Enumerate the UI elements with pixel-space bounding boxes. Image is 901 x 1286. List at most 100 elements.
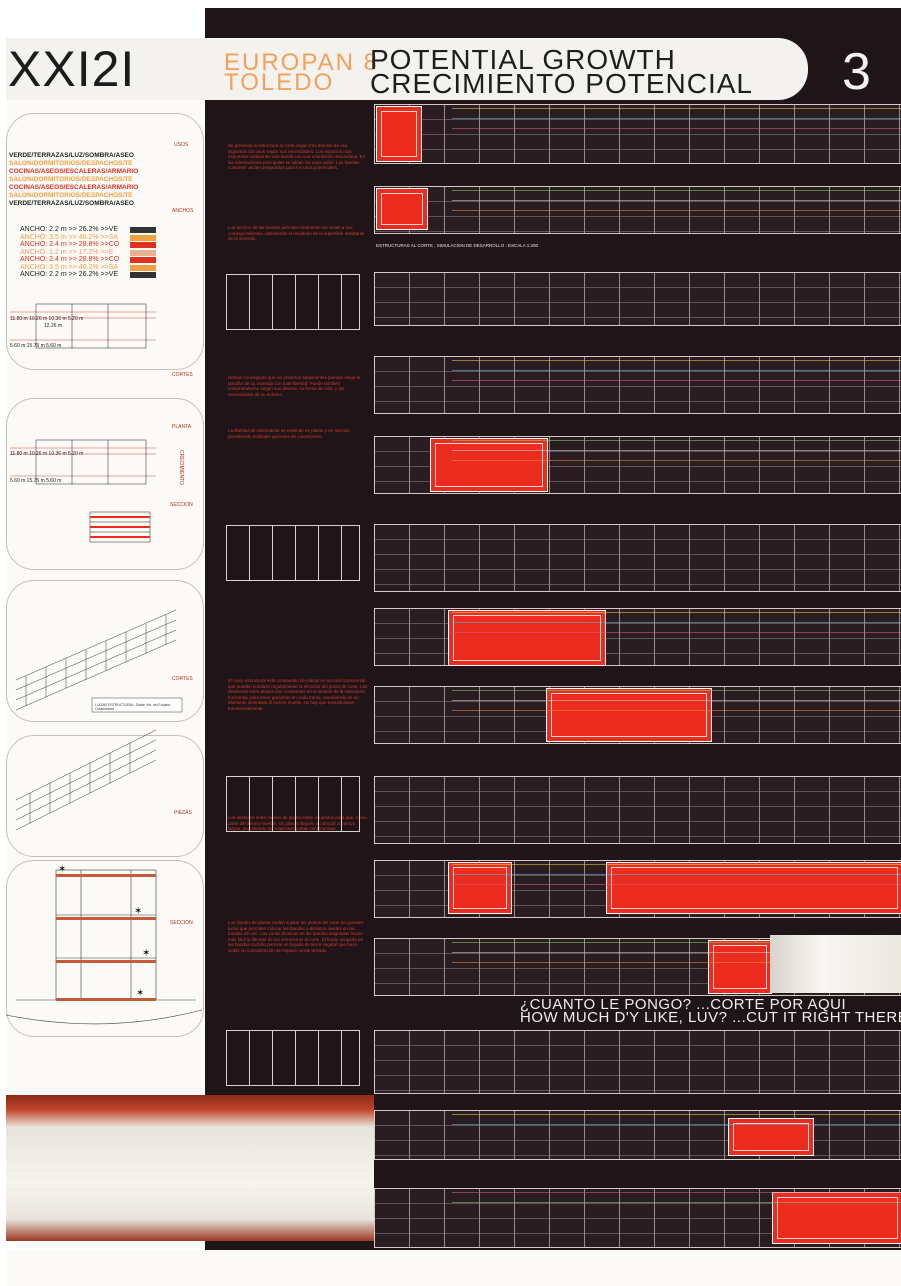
service-line	[452, 710, 901, 711]
program-item: COCINAS/ASEOS/ESCALERAS/ARMARIO	[9, 168, 139, 175]
dimension-row-1: 11.80 m 10.26 m 10.36 m 5.20 m	[10, 316, 84, 322]
service-line	[452, 942, 901, 943]
red-unit	[430, 438, 548, 492]
width-swatch	[130, 272, 156, 278]
dimension-row-4: 5.60 m 15.75 m 5.60 m	[10, 478, 62, 484]
plan-strip	[374, 356, 901, 414]
slogan-spanish: ¿CUANTO LE PONGO? ...CORTE POR AQUI	[520, 996, 847, 1013]
width-item: ANCHO: 2.4 m >> 28.8% >>CO	[20, 241, 120, 248]
label-cortes: CORTES	[172, 372, 193, 378]
plan-strip	[374, 104, 901, 164]
red-unit	[772, 1192, 901, 1244]
red-unit	[376, 106, 422, 162]
pill-cortes	[6, 580, 204, 722]
width-swatch	[130, 242, 156, 248]
red-unit	[448, 862, 512, 914]
paper-roll-photo	[6, 1095, 374, 1241]
label-anchos: ANCHOS	[172, 208, 194, 214]
service-line	[452, 700, 901, 701]
label-planta: PLANTA	[172, 424, 192, 430]
red-unit	[708, 940, 772, 994]
axonometric-structure-drawings	[15, 609, 183, 831]
service-line	[452, 1124, 901, 1125]
red-unit	[376, 188, 428, 230]
width-swatch	[130, 264, 156, 271]
service-line	[452, 190, 901, 191]
width-swatch	[130, 249, 156, 256]
slogan-english: HOW MUCH D'Y LIKE, LUV? ...CUT IT RIGHT …	[520, 1009, 901, 1026]
service-line	[452, 460, 901, 461]
small-plan-2	[226, 525, 360, 581]
title-spanish: CRECIMIENTO POTENCIAL	[370, 68, 753, 99]
small-plan-3	[226, 776, 360, 832]
label-cortes-2: CORTES	[172, 676, 193, 682]
width-swatch	[130, 257, 156, 263]
label-crecimiento: CRECIMIENTO	[178, 450, 184, 485]
label-usos: USOS	[174, 142, 189, 148]
svg-text:✶: ✶	[58, 864, 66, 875]
program-item: SALON/DORMITORIOS/DESPACHOS/TE	[9, 176, 133, 183]
note-4: La libertad de crecimiento se extiende e…	[228, 428, 352, 439]
program-item: SALON/DORMITORIOS/DESPACHOS/TE	[9, 160, 133, 167]
label-piezas: PIEZAS	[174, 810, 192, 816]
svg-text:✶: ✶	[134, 906, 142, 917]
width-item: ANCHO: 2.2 m >> 26.2% >>VE	[20, 271, 119, 278]
plan-strip	[374, 1030, 901, 1094]
service-line	[452, 450, 901, 451]
left-diagram-column	[6, 100, 204, 1095]
service-line	[452, 370, 901, 371]
team-code: XXI2I	[8, 41, 136, 97]
width-swatch	[130, 227, 156, 233]
service-line	[452, 632, 901, 633]
competition-name: EUROPAN 8	[224, 49, 379, 76]
service-line	[452, 612, 901, 613]
service-line	[452, 952, 901, 953]
width-item: ANCHO: 2.4 m >> 28.8% >>CO	[20, 256, 120, 263]
program-item: VERDE/TERRAZAS/LUZ/SOMBRA/ASEO	[9, 152, 134, 159]
svg-text:✶: ✶	[142, 948, 150, 959]
width-item: ANCHO: 3.5 m >> 40.2% >>SA	[20, 263, 119, 271]
service-line	[452, 200, 901, 201]
plan-strip	[374, 1110, 901, 1160]
service-line	[452, 864, 901, 865]
service-line	[452, 690, 901, 691]
service-line	[452, 440, 901, 441]
structural-caption: LUGAR ESTRUCTURAL: Doble Vid. del Forjad…	[95, 703, 171, 711]
service-line	[452, 210, 901, 211]
service-line	[452, 360, 901, 361]
width-item: ANCHO: 1.2 m >> 17.2% >>E	[20, 248, 114, 256]
red-unit	[606, 862, 901, 914]
plan-strip	[374, 272, 901, 326]
service-line	[452, 962, 901, 963]
dimension-row-1b: 12.26 m	[44, 323, 63, 329]
note-1: Se presenta la estructura al corte según…	[228, 143, 366, 170]
program-item: SALON/DORMITORIOS/DESPACHOS/TE	[9, 192, 133, 199]
note-3: Hemos conseguido que los primeros adquir…	[228, 375, 361, 397]
page-number: 3	[842, 43, 871, 101]
service-line	[452, 1202, 901, 1203]
note-2: Los anchos de las bandas permiten fácilm…	[228, 225, 365, 241]
section-caption: ESTRUCTURAS AL CORTE : SIMULACION DE DES…	[376, 243, 539, 248]
note-7: Los niveles de planta suelen sujetar los…	[228, 920, 364, 953]
bottom-strip	[6, 1250, 901, 1286]
service-line	[452, 118, 901, 119]
width-swatch	[130, 234, 156, 241]
label-seccion: SECCION	[170, 502, 193, 508]
dimension-row-2: 5.60 m 15.75 m 5.60 m	[10, 343, 62, 349]
plan-strip	[374, 776, 901, 844]
width-item: ANCHO: 2.2 m >> 26.2% >>VE	[20, 226, 119, 233]
svg-text:✶: ✶	[136, 988, 144, 999]
competition-site: TOLEDO	[224, 69, 335, 96]
service-line	[452, 380, 901, 381]
title-english: POTENTIAL GROWTH	[370, 44, 676, 75]
service-line	[452, 1192, 901, 1193]
pill-seccion	[6, 860, 204, 1037]
service-line	[452, 884, 901, 885]
plan-strip	[374, 524, 901, 592]
red-unit	[448, 610, 606, 666]
service-line	[452, 128, 901, 129]
label-seccion-2: SECCION	[170, 920, 193, 926]
red-unit	[546, 688, 712, 742]
small-plan-1	[226, 274, 360, 330]
pill-piezas	[6, 735, 204, 857]
